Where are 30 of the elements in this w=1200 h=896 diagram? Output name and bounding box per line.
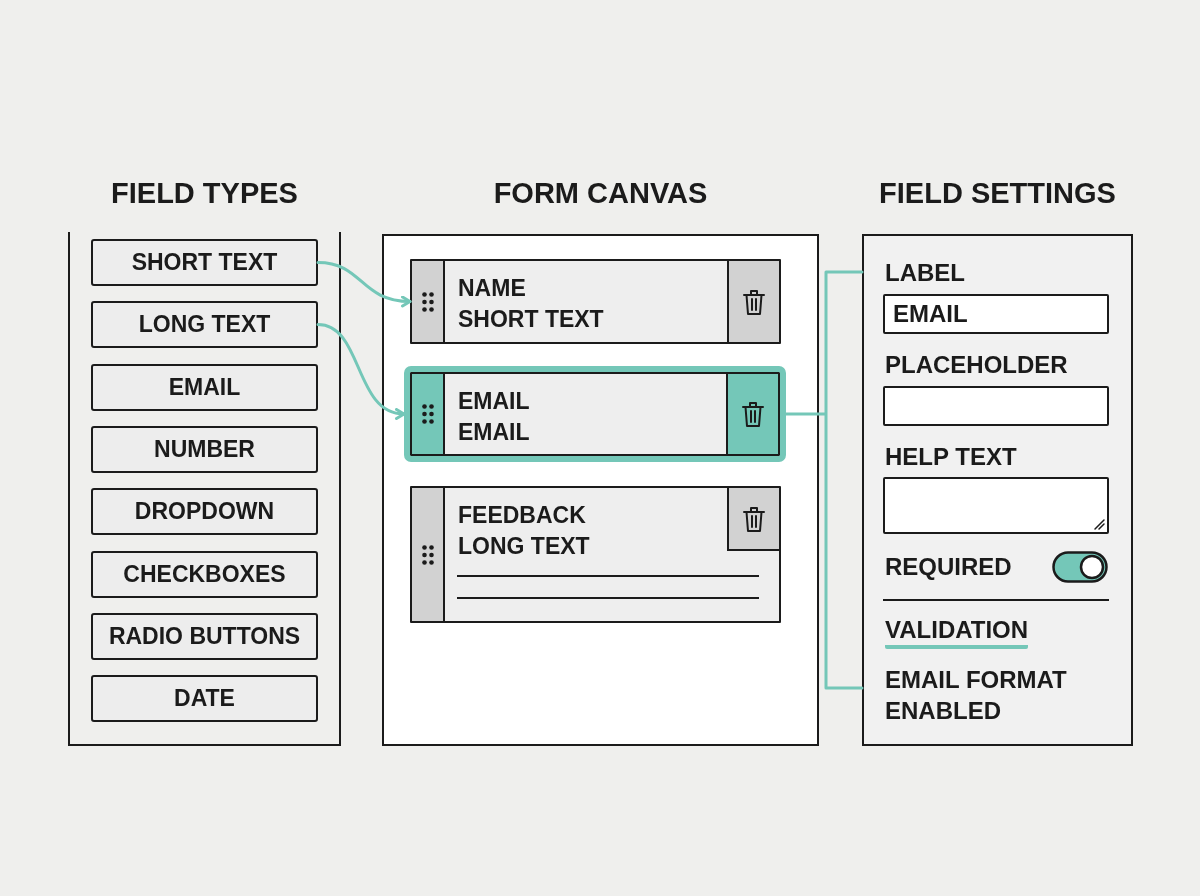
field-type-button: EMAIL [91,364,318,411]
field-type-text: EMAIL [458,418,530,446]
field-type-button: LONG TEXT [91,301,318,348]
field-type-text: SHORT TEXT [458,305,604,333]
input-field: EMAIL [883,294,1109,334]
status-text: EMAIL FORMAT ENABLED [885,665,1068,726]
section-heading: VALIDATION [885,616,1029,649]
panel-heading: FIELD SETTINGS [879,176,1116,211]
field-type-button: RADIO BUTTONS [91,613,318,660]
panel-heading: FORM CANVAS [493,176,708,211]
selected-field-card [404,366,786,462]
field-type-button: DROPDOWN [91,488,318,535]
field-type-button: SHORT TEXT [91,239,318,286]
form-field-card [410,486,781,623]
field-label: LABEL [885,258,965,288]
field-type-button: NUMBER [91,426,318,473]
connector-line [784,270,864,690]
field-label: FEEDBACK [458,501,586,529]
arrow [316,323,406,419]
field-label: NAME [458,274,526,302]
field-type-button: DATE [91,675,318,722]
arrow [316,261,412,307]
field-label: PLACEHOLDER [885,350,1068,380]
form-field-card [410,259,781,344]
field-label: EMAIL [458,387,530,415]
field-label: HELP TEXT [885,442,1017,472]
field-type-text: LONG TEXT [458,532,590,560]
panel-heading: FIELD TYPES [111,176,298,211]
setting-label: REQUIRED [885,553,1012,581]
field-type-button: CHECKBOXES [91,551,318,598]
